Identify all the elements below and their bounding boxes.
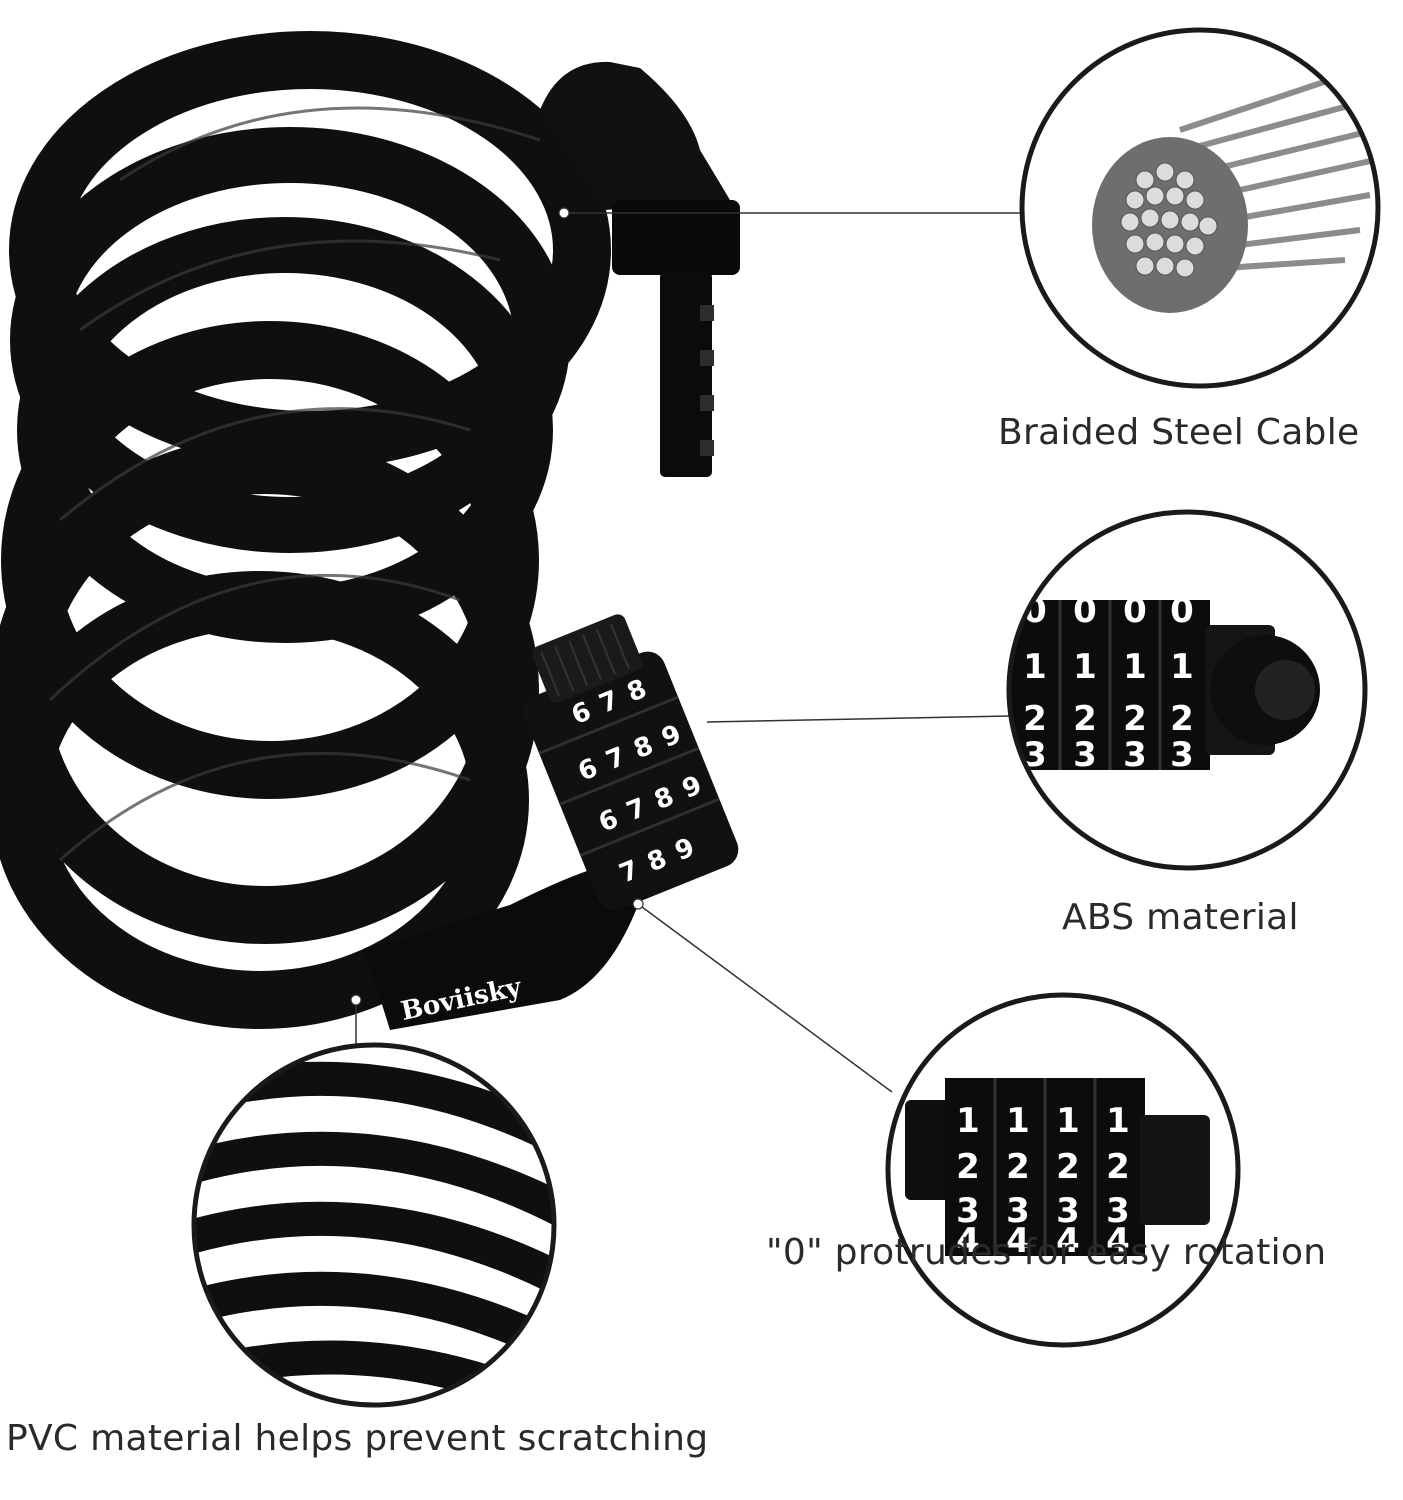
cable-plug bbox=[540, 61, 740, 477]
dial-digit: 0 bbox=[1170, 591, 1194, 631]
dial-digit: 1 bbox=[1056, 1101, 1080, 1141]
dial-digit: 3 bbox=[1170, 735, 1194, 775]
cable-coil bbox=[0, 31, 611, 1029]
dial-digit: 1 bbox=[1106, 1101, 1130, 1141]
leader-lines bbox=[355, 212, 1022, 1093]
dial-digit: 2 bbox=[956, 1147, 980, 1187]
detail-pvc-coating bbox=[191, 1042, 557, 1408]
dial-digit: 1 bbox=[1073, 647, 1097, 687]
dial-digit: 1 bbox=[1006, 1101, 1030, 1141]
feature-label-cable: Braided Steel Cable bbox=[998, 412, 1360, 453]
feature-label-zero: "0" protrudes for easy rotation bbox=[766, 1232, 1327, 1273]
dial-digit: 0 bbox=[1123, 591, 1147, 631]
dial-digit: 1 bbox=[1123, 647, 1147, 687]
cable-highlights bbox=[48, 106, 541, 862]
dial-digit: 2 bbox=[1056, 1147, 1080, 1187]
dial-digit: 3 bbox=[956, 1191, 980, 1231]
dial-digit: 2 bbox=[1170, 699, 1194, 739]
dial-digit: 1 bbox=[956, 1101, 980, 1141]
dial-digit: 0 bbox=[1073, 591, 1097, 631]
dial-digit: 4 bbox=[1006, 1221, 1030, 1261]
dial-digit: 3 bbox=[1073, 735, 1097, 775]
dial-digit: 1 bbox=[1170, 647, 1194, 687]
dial-digit: 4 bbox=[1056, 1221, 1080, 1261]
dial-digit: 3 bbox=[1056, 1191, 1080, 1231]
dial-digit: 1 bbox=[1023, 647, 1047, 687]
dial-digit: 2 bbox=[1123, 699, 1147, 739]
dial-digit: 4 bbox=[956, 1221, 980, 1261]
leader-dots bbox=[350, 207, 644, 1006]
detail-steel-cable bbox=[1019, 27, 1381, 389]
dial-digit: 3 bbox=[1106, 1191, 1130, 1231]
feature-label-abs: ABS material bbox=[1062, 897, 1299, 938]
dial-digit: 2 bbox=[1106, 1147, 1130, 1187]
dial-digit: 3 bbox=[1023, 735, 1047, 775]
dial-digit: 2 bbox=[1006, 1147, 1030, 1187]
feature-label-pvc: PVC material helps prevent scratching bbox=[6, 1418, 709, 1459]
dial-digit: 3 bbox=[1123, 735, 1147, 775]
dial-digit: 2 bbox=[1023, 699, 1047, 739]
dial-digit: 3 bbox=[1006, 1191, 1030, 1231]
dial-digit: 2 bbox=[1073, 699, 1097, 739]
dial-digit: 4 bbox=[1106, 1221, 1130, 1261]
